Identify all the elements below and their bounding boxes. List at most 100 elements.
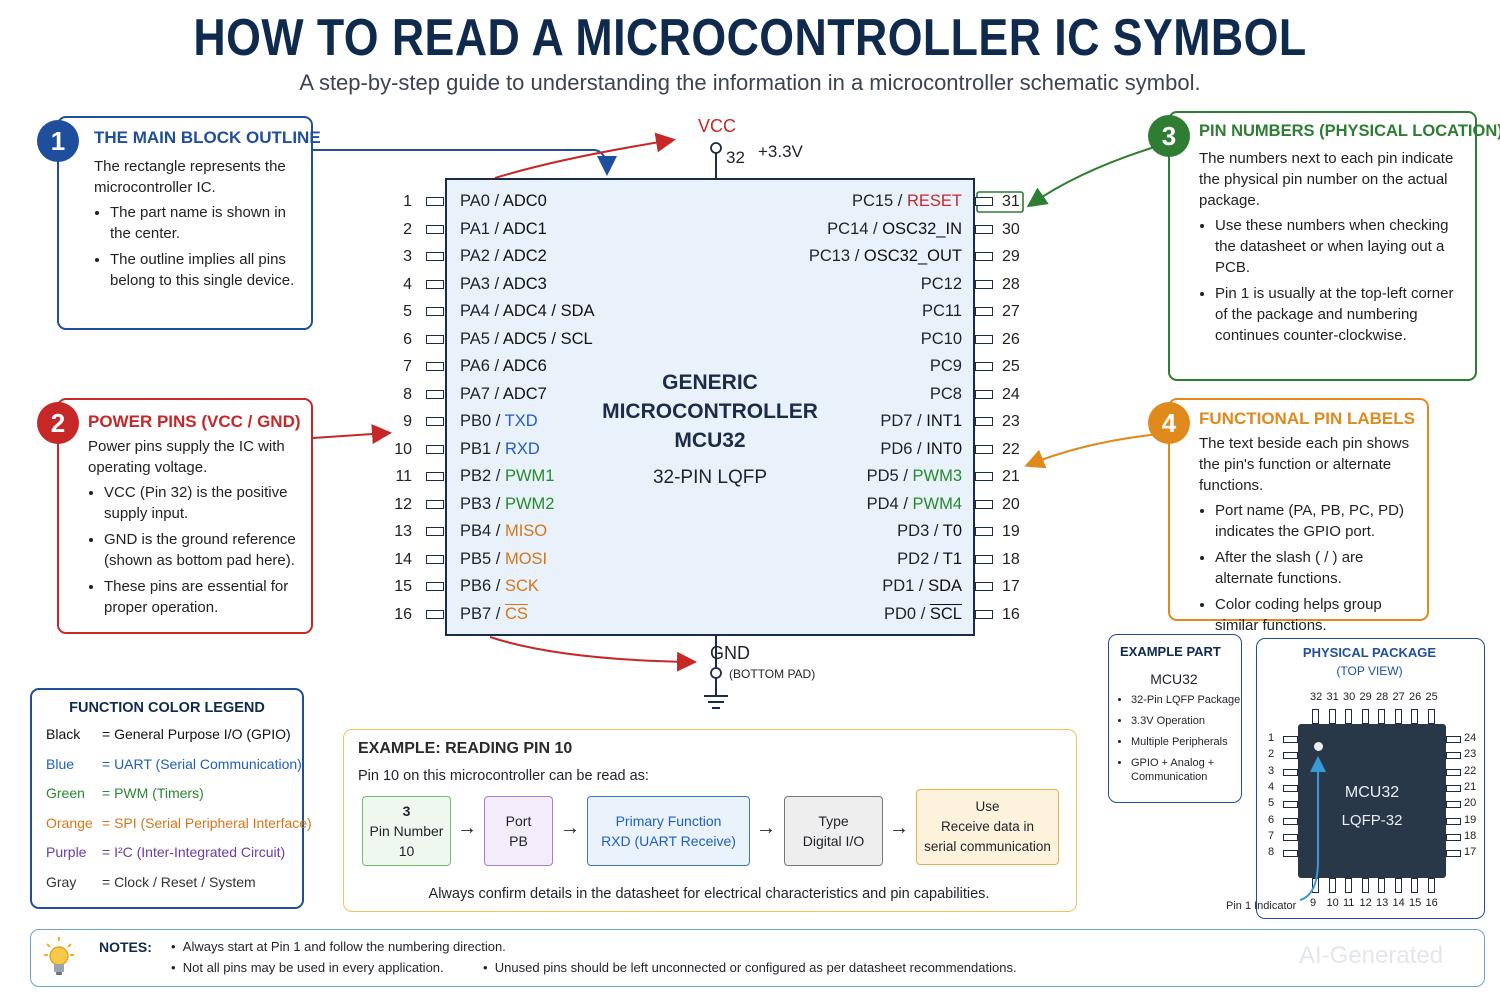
pin-port: PD2: [897, 549, 930, 568]
pin-function: RESET: [906, 192, 962, 210]
pin-port: PA0: [460, 192, 490, 210]
flow-step-port: Port PB: [484, 796, 553, 866]
pin-function: ADC2: [502, 247, 547, 265]
page-subtitle: A step-by-step guide to understanding th…: [299, 70, 1201, 95]
lqfp-chip-package: LQFP-32: [1341, 812, 1403, 829]
pin-separator: /: [489, 302, 503, 320]
package-pin-number: 14: [1392, 897, 1405, 909]
pin-stub: [426, 197, 444, 206]
pin-number: 30: [1002, 220, 1020, 238]
package-pin: [1328, 709, 1336, 724]
pin-function: ADC0: [502, 192, 547, 210]
pin-number: 16: [394, 605, 412, 623]
pin-port: PD5: [866, 467, 899, 485]
package-pin-number: 25: [1425, 691, 1438, 703]
pin-number: 19: [1002, 523, 1020, 540]
callout-bullet: After the slash ( / ) are alternate func…: [1215, 547, 1424, 589]
pin-stub: [975, 472, 993, 481]
package-pin: [1283, 801, 1298, 809]
vcc-pin-number: 32: [726, 148, 745, 167]
package-pin-number: 11: [1343, 897, 1355, 909]
pin-separator: /: [491, 604, 505, 623]
pin-label: PB1 / RXD: [460, 436, 540, 463]
package-pin: [1394, 709, 1402, 724]
pin-number: 27: [1002, 303, 1020, 320]
legend-color-desc: = UART (Serial Communication): [102, 755, 302, 772]
package-pin: [1411, 878, 1418, 893]
pin-number: 20: [1002, 495, 1020, 513]
pin-function: PWM1: [504, 467, 555, 485]
pin-label: PA2 / ADC2: [460, 243, 547, 270]
chip-name-line: GENERIC: [662, 371, 758, 394]
pin-label: PB0 / TXD: [460, 408, 538, 435]
pin-separator: /: [489, 192, 503, 210]
callout-intro: The numbers next to each pin indicate th…: [1199, 150, 1454, 209]
pin-stub: [426, 499, 444, 509]
pin-separator: /: [489, 329, 503, 348]
note-item: • Unused pins should be left unconnected…: [483, 960, 1017, 975]
flow-arrow-icon: →: [756, 817, 776, 839]
package-pin-number: 29: [1359, 691, 1372, 703]
package-pin: [1283, 833, 1298, 841]
pin-number: 17: [1002, 578, 1020, 595]
package-pin: [1446, 850, 1461, 858]
pin-stub: [975, 444, 993, 454]
pin-function: SDA: [928, 577, 962, 595]
step-badge: 4: [1148, 402, 1190, 444]
callout-title: FUNCTIONAL PIN LABELS: [1199, 409, 1415, 428]
pin-function: PWM3: [912, 467, 963, 485]
flow-step-primary-function: Primary Function RXD (UART Receive): [587, 796, 750, 866]
package-pin-number: 24: [1464, 732, 1477, 744]
pin-port: PB7: [460, 604, 492, 623]
pin-separator: /: [912, 439, 927, 458]
pin-stub: [975, 334, 993, 344]
pin-separator: /: [491, 412, 505, 430]
pin-separator: /: [489, 219, 503, 238]
pin-stub: [426, 527, 444, 536]
package-pin: [1361, 878, 1369, 893]
pin-function: CS: [504, 604, 528, 623]
pin-number: 11: [395, 468, 412, 485]
pin1-indicator-label: Pin 1 Indicator: [1226, 900, 1297, 912]
notes-panel: NOTES: • Always start at Pin 1 and follo…: [30, 929, 1485, 987]
pin-function: PWM2: [504, 494, 555, 513]
flow-step-line: 3: [402, 803, 411, 819]
pin-function: PWM4: [912, 494, 963, 513]
package-pin-number: 19: [1464, 813, 1477, 826]
pin-number: 16: [1002, 605, 1020, 623]
pin-label: PC11: [922, 298, 962, 325]
callout-body: The text beside each pin shows the pin's…: [1199, 433, 1424, 641]
callout-body: The numbers next to each pin indicate th…: [1199, 148, 1464, 351]
pin-label: PB7 / CS: [460, 601, 528, 628]
pin-label: PA7 / ADC7: [460, 381, 547, 408]
pin-number: 9: [403, 413, 412, 430]
legend-color-name: Orange: [46, 814, 93, 831]
example-part-bullet: Multiple Peripherals: [1131, 735, 1243, 749]
pin-stub: [426, 609, 444, 619]
pin-label: PA1 / ADC1: [460, 216, 547, 243]
callout-pin-numbers: PIN NUMBERS (PHYSICAL LOCATION) The numb…: [1168, 111, 1500, 381]
package-pin: [1394, 878, 1402, 893]
callout-title: THE MAIN BLOCK OUTLINE: [94, 128, 321, 147]
pin-number: 3: [403, 248, 412, 265]
lightbulb-icon: [44, 937, 74, 975]
note-text: Unused pins should be left unconnected o…: [494, 960, 1017, 975]
pin-number: 21: [1002, 468, 1020, 485]
package-pin: [1427, 709, 1435, 724]
flow-step-use: Use Receive data in serial communication: [916, 789, 1059, 865]
vcc-voltage: +3.3V: [758, 142, 803, 161]
pin-label: PD6 / INT0: [880, 436, 962, 463]
pin-separator: /: [929, 522, 943, 540]
note-item: • Not all pins may be used in every appl…: [171, 960, 444, 975]
example-part-bullets: 32-Pin LQFP Package 3.3V Operation Multi…: [1115, 693, 1243, 784]
callout-bullet: Color coding helps group similar functio…: [1215, 594, 1424, 636]
pin-function: T0: [942, 522, 962, 540]
pin-function: OSC32_OUT: [863, 247, 962, 265]
pin-port: PA4: [460, 302, 490, 320]
pin-label: PA6 / ADC6: [460, 353, 547, 380]
pin-label: PB3 / PWM2: [460, 491, 554, 518]
page-title: HOW TO READ A MICROCONTROLLER IC SYMBOL: [193, 9, 1307, 67]
pin-label: PD2 / T1: [897, 546, 962, 573]
pin-label: PB4 / MISO: [460, 518, 547, 545]
